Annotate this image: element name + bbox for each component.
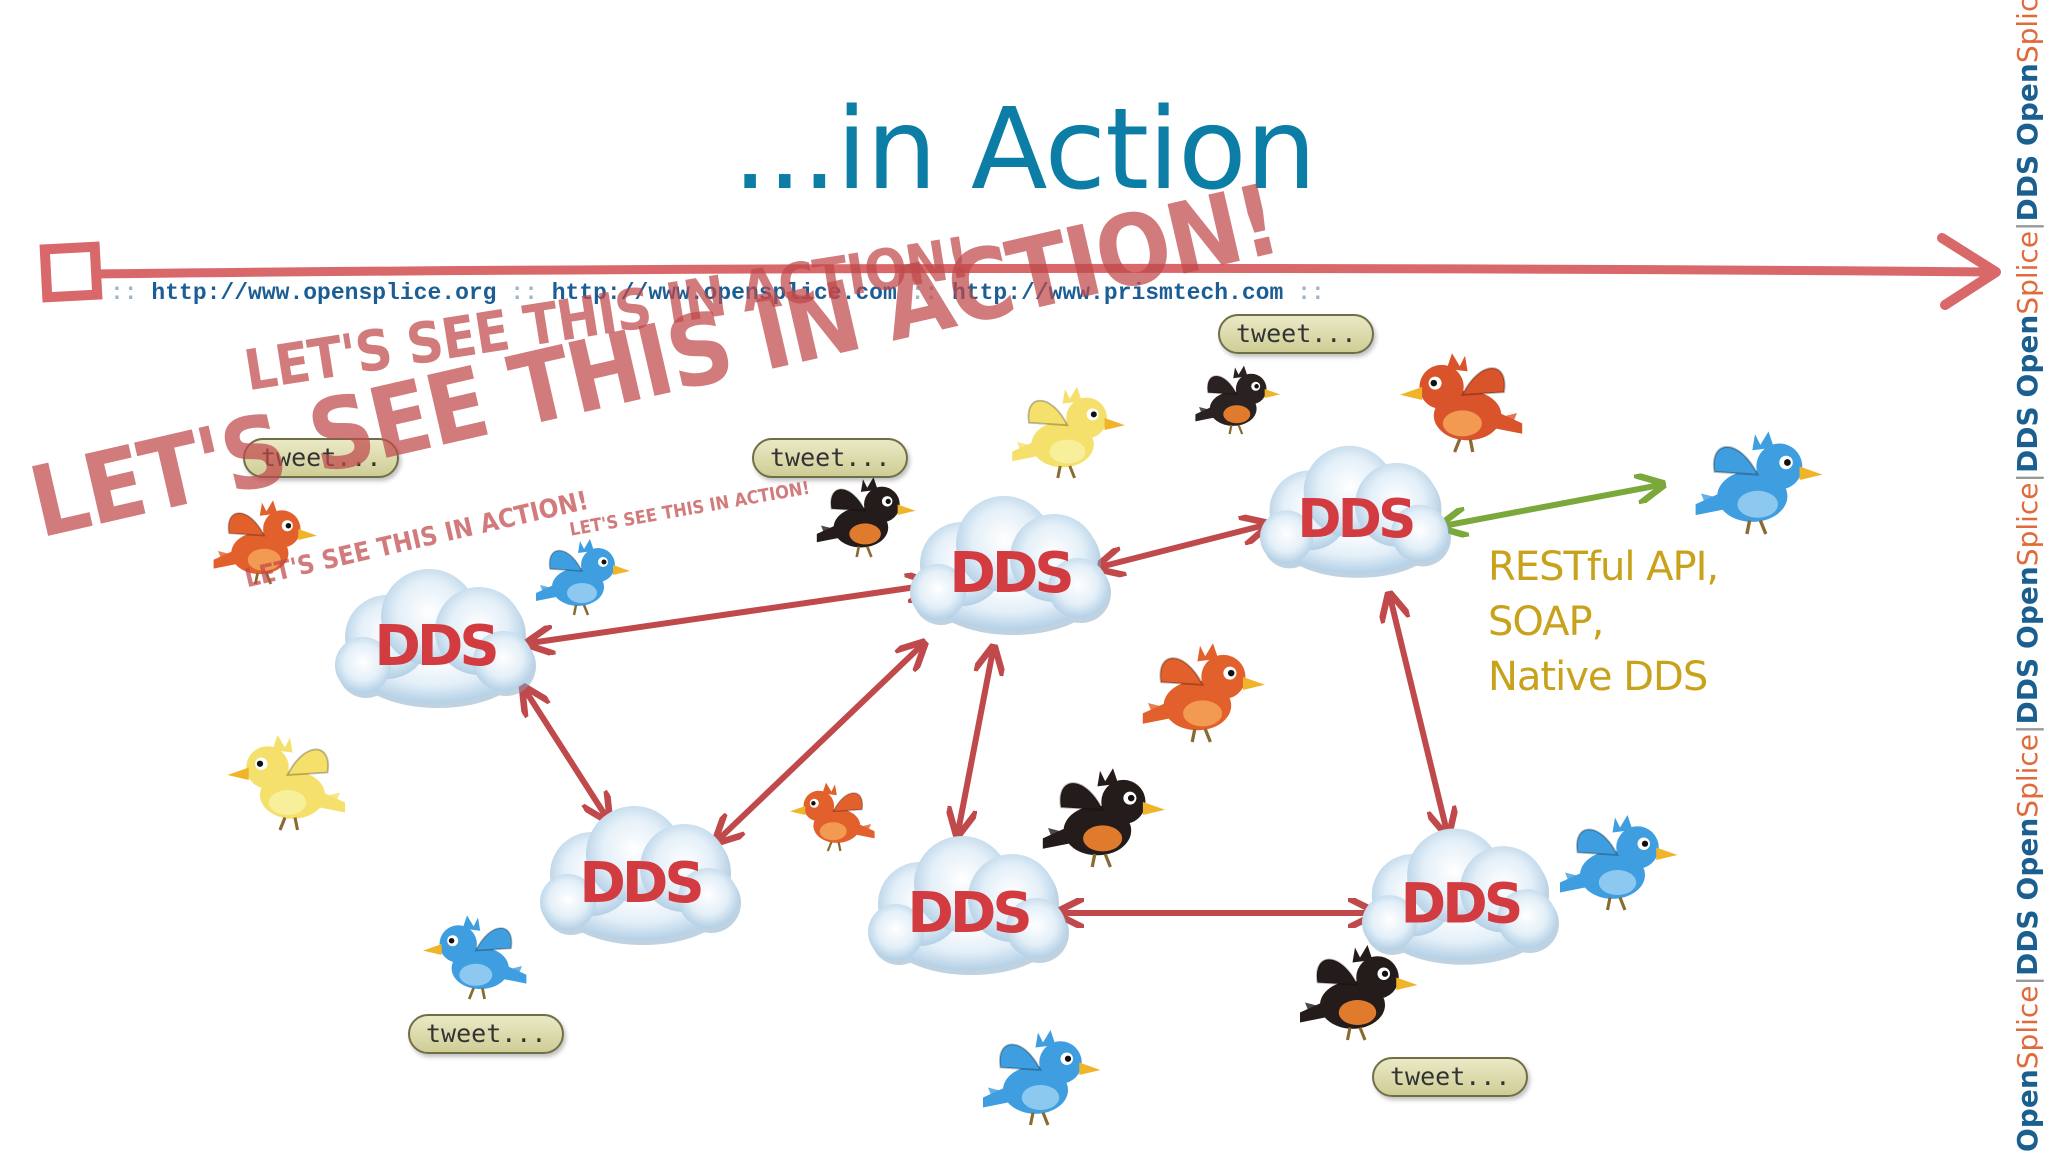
link-b-c [1100, 525, 1265, 567]
dds-node-label: DDS [374, 614, 496, 679]
dds-node-label: DDS [949, 541, 1071, 606]
brand-open: Open [2011, 314, 2044, 398]
brand-space [2011, 397, 2044, 406]
protocols-list: RESTful API, SOAP, Native DDS [1488, 540, 1719, 705]
blue-bird-icon [1560, 815, 1678, 911]
tweet-bubble: tweet... [1372, 1057, 1529, 1097]
tweet-bubble: tweet... [1218, 314, 1375, 354]
brand-splice: Splice [2011, 230, 2044, 315]
dds-cloud-e: DDS [868, 836, 1069, 975]
url-link-prismtech-com[interactable]: http://www.prismtech.com [952, 280, 1284, 306]
url-strip: :: http://www.opensplice.org :: http://w… [110, 280, 1325, 306]
brand-strip: OpenSplice|DDS OpenSplice|DDS OpenSplice… [2008, 0, 2048, 1152]
brand-splice: Splice [2011, 482, 2044, 567]
link-d-b [718, 645, 922, 840]
brand-divider: | [2011, 473, 2044, 483]
tweet-bubble: tweet... [752, 438, 909, 478]
protocol-rest: RESTful API, [1488, 544, 1719, 590]
brand-divider: | [2011, 724, 2044, 734]
black-bird-icon [1042, 768, 1165, 868]
black-bird-icon [816, 477, 916, 558]
brand-space [2011, 649, 2044, 658]
url-link-opensplice-com[interactable]: http://www.opensplice.com [551, 280, 897, 306]
link-c-f [1390, 597, 1447, 832]
dds-clouds: DDS DDS DDS DDS DDS DDS [335, 445, 1559, 975]
brand-space [2011, 146, 2044, 155]
brand-dds: DDS [2011, 909, 2044, 977]
brand-open: Open [2011, 63, 2044, 146]
red-bird-icon [213, 500, 317, 585]
timeline-arrow [39, 233, 2001, 310]
red-bird-icon [1400, 353, 1523, 453]
protocol-soap: SOAP, [1488, 599, 1604, 645]
tweet-bubble: tweet... [408, 1014, 565, 1054]
black-bird-icon [1300, 945, 1418, 1041]
brand-dds: DDS [2011, 406, 2044, 474]
url-link-opensplice-org[interactable]: http://www.opensplice.org [151, 280, 497, 306]
dds-cloud-a: DDS [335, 569, 536, 708]
brand-open: Open [2011, 1069, 2044, 1152]
slide-title: ...in Action [732, 85, 1316, 215]
dds-cloud-f: DDS [1362, 828, 1559, 965]
client-link [1443, 485, 1660, 526]
brand-splice: Splice [2011, 0, 2044, 64]
protocol-native-dds: Native DDS [1488, 654, 1708, 700]
dds-links [525, 525, 1447, 913]
brand-splice: Splice [2011, 985, 2044, 1070]
link-b-e [958, 650, 993, 832]
yellow-bird-icon [227, 735, 345, 831]
black-bird-icon [1195, 365, 1280, 435]
red-bird-icon [790, 782, 875, 852]
brand-space [2011, 900, 2044, 909]
link-a-d [525, 690, 607, 818]
yellow-bird-icon [1012, 386, 1125, 479]
brand-dds: DDS [2011, 154, 2044, 222]
red-bird-icon [1142, 643, 1265, 743]
brand-open: Open [2011, 566, 2044, 649]
blue-bird-icon [1695, 431, 1823, 535]
brand-dds: DDS [2011, 657, 2044, 725]
brand-open: Open [2011, 817, 2044, 901]
blue-bird-icon [983, 1030, 1101, 1126]
dds-cloud-c: DDS [1260, 445, 1451, 578]
dds-node-label: DDS [907, 881, 1029, 946]
dds-cloud-b: DDS [910, 496, 1111, 635]
blue-bird-icon [536, 539, 630, 616]
dds-cloud-d: DDS [540, 806, 741, 945]
link-a-b [530, 585, 930, 643]
dds-node-label: DDS [1401, 872, 1520, 936]
blue-bird-icon [423, 915, 527, 1000]
brand-divider: | [2011, 976, 2044, 986]
tweet-bubble: tweet... [243, 438, 400, 478]
brand-divider: | [2011, 221, 2044, 231]
dds-node-label: DDS [1297, 488, 1413, 550]
brand-splice: Splice [2011, 733, 2044, 818]
dds-node-label: DDS [579, 851, 701, 916]
birds [213, 353, 1823, 1126]
